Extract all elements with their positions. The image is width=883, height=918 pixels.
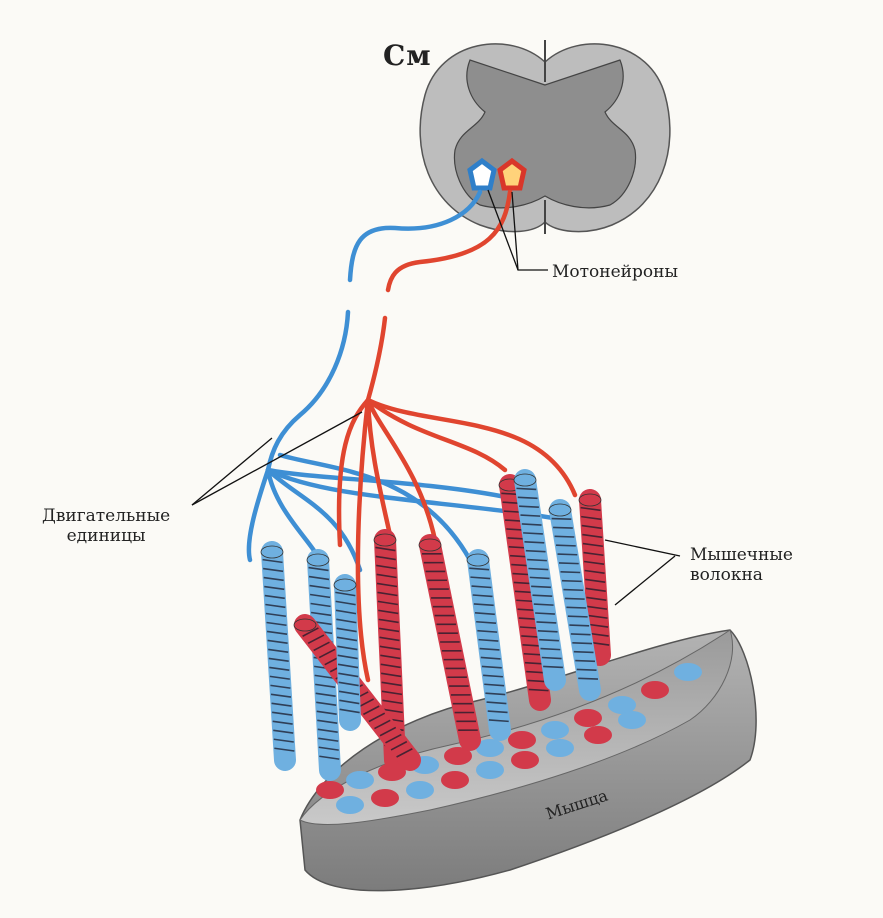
muscle-fibers-leader-1 (605, 540, 680, 556)
spinal-cord-label: См (383, 46, 432, 66)
spinal-cord-section (420, 40, 670, 234)
motoneuron-blue (470, 161, 494, 188)
muscle-fibers-label: Мышечные волокна (690, 545, 793, 585)
muscle-fiber-blue-1 (261, 546, 294, 760)
motoneurons-label: Мотонейроны (552, 262, 678, 282)
motor-units-label: Двигательные единицы (42, 506, 170, 546)
muscle-fibers-leader-2 (615, 556, 675, 605)
muscle-fiber-blue-11 (334, 579, 360, 720)
motoneuron-red (500, 161, 524, 188)
